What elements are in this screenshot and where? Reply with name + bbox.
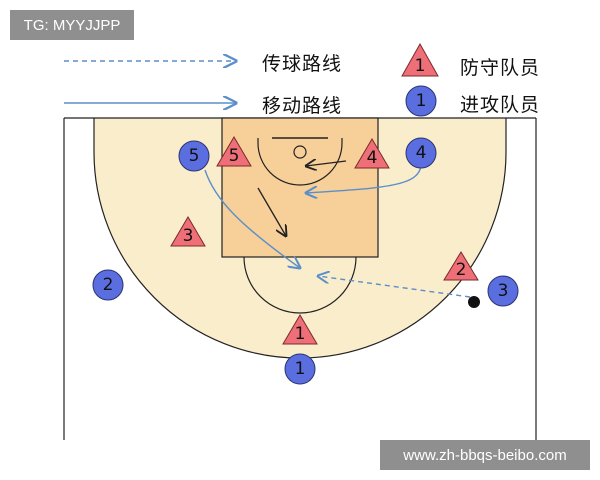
defender-4: 4 [354,138,390,169]
defender-5-number: 5 [229,146,240,166]
legend-attacker-circle [405,85,437,117]
attacker-5: 5 [178,140,210,172]
defender-5: 5 [216,136,252,167]
move-route-4 [306,165,422,193]
legend-attacker-label: 进攻队员 [460,94,541,116]
bottom-right-watermark: www.zh-bbqs-beibo.com [380,440,590,470]
defender-4-number: 4 [367,148,378,168]
defender-1: 1 [282,314,318,345]
legend-defender-number: 1 [415,56,426,76]
attacker-2: 2 [92,269,124,301]
attacker-4: 4 [405,137,437,169]
defender-1-number: 1 [295,324,306,344]
legend-pass-label: 传球路线 [262,53,343,75]
attacker-1-number: 1 [295,359,306,379]
hoop [293,145,307,159]
defender-3-number: 3 [183,226,194,246]
paint-area [221,117,379,258]
top-left-watermark: TG: MYYJJPP [10,10,134,40]
move-route-inside-1 [257,187,286,236]
attacker-3: 3 [487,275,519,307]
legend-move-label: 移动路线 [262,95,343,117]
free-throw-arc-bottom [243,256,357,314]
restricted-arc [257,142,343,186]
legend-defender-label: 防守队员 [460,57,541,79]
ball [468,296,480,308]
attacker-4-number: 4 [416,143,427,163]
defender-2: 2 [443,251,479,281]
attacker-5-number: 5 [189,146,200,166]
move-route-inside-2 [306,161,347,166]
defender-3: 3 [170,216,206,247]
attacker-3-number: 3 [498,281,509,301]
pass-route [318,276,471,298]
attacker-2-number: 2 [103,275,114,295]
attacker-1: 1 [284,353,316,385]
legend-attacker-number: 1 [416,91,427,111]
legend-defender-triangle [401,42,439,77]
defender-2-number: 2 [456,260,467,280]
move-route-5 [204,169,300,268]
